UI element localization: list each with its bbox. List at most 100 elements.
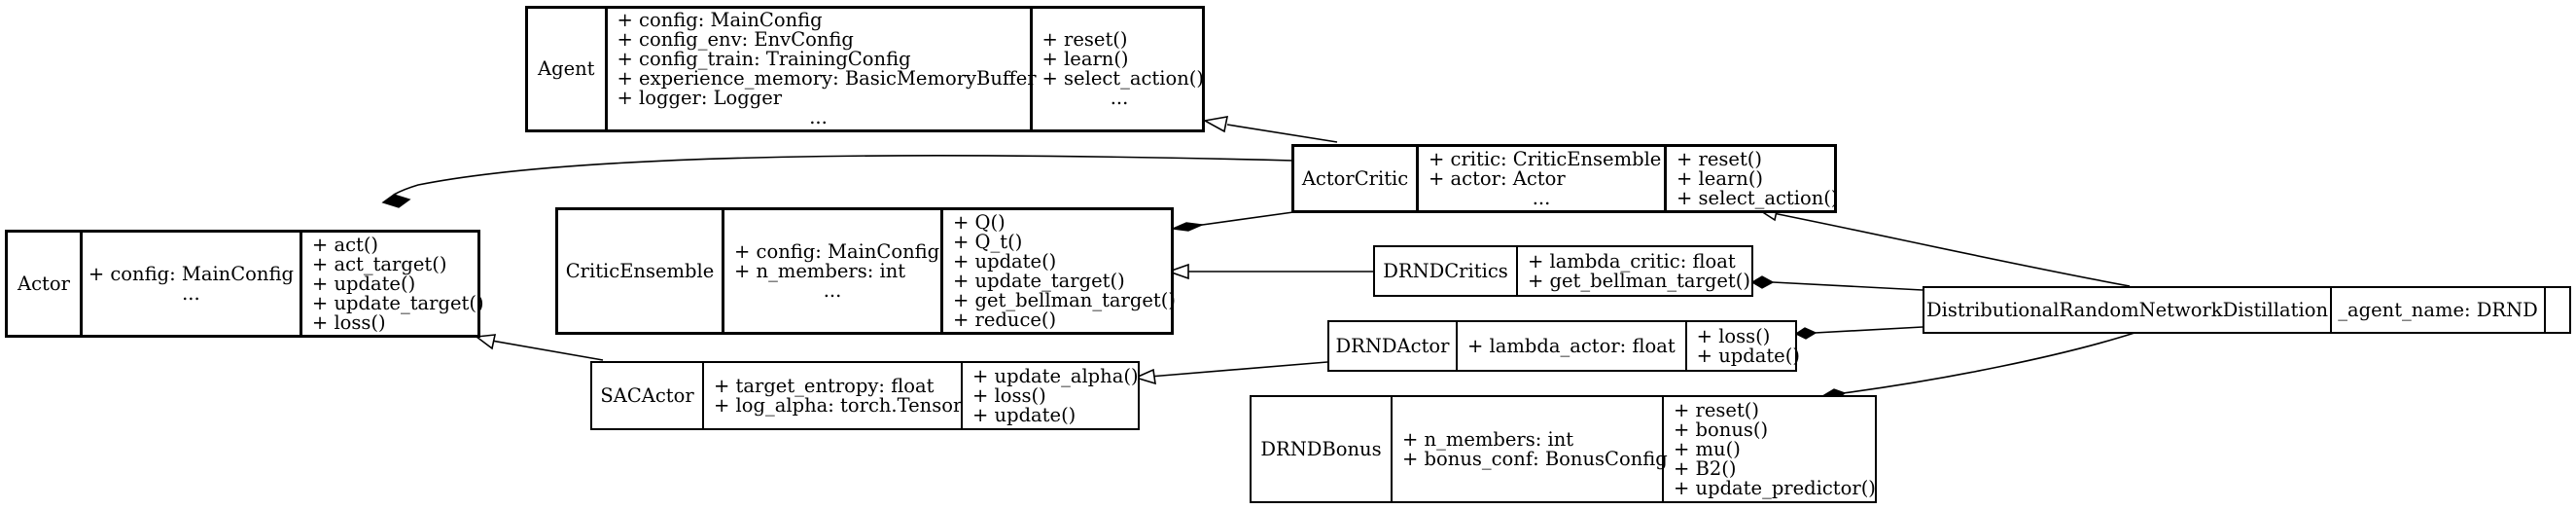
attribute: + config: MainConfig (734, 239, 940, 263)
method: + update_target() (311, 291, 484, 314)
method: + learn() (1041, 48, 1129, 70)
inheritance-edge-drnd-to-actor-critic (1767, 211, 2131, 287)
sac-actor-class: SACActor + target_entropy: float + log_a… (590, 361, 1140, 430)
method: + loss() (972, 383, 1046, 407)
method: + mu() (1674, 437, 1741, 460)
composition-diamond-critic-ensemble (1170, 222, 1205, 232)
ellipsis: ... (809, 106, 828, 128)
attribute: + target_entropy: float (714, 374, 935, 397)
inheritance-edge-drnd-actor-to-sac-actor (1148, 361, 1328, 378)
class-name: Actor (18, 272, 70, 295)
actor-critic-class-name: ActorCritic (1294, 147, 1416, 210)
drnd-actor-attributes: + lambda_actor: float (1456, 322, 1685, 370)
method: + update() (953, 249, 1057, 273)
method: + bonus() (1674, 418, 1769, 441)
attribute: + log_alpha: torch.Tensor (714, 393, 963, 417)
actor-methods: + act() + act_target() + update() + upda… (299, 233, 484, 335)
drnd-critics-class: DRNDCritics + lambda_critic: float + get… (1373, 245, 1753, 297)
attribute: + config: MainConfig (617, 9, 823, 31)
drnd-actor-class-name: DRNDActor (1329, 322, 1456, 370)
method: + Q() (953, 210, 1006, 234)
method: + get_bellman_target() (953, 288, 1176, 311)
drnd-bonus-methods: + reset() + bonus() + mu() + B2() + upda… (1662, 397, 1879, 501)
agent-class: Agent + config: MainConfig + config_env:… (525, 6, 1205, 132)
drnd-class-name: DistributionalRandomNetworkDistillation (1924, 288, 2330, 332)
method: + update() (1696, 344, 1800, 367)
drnd-actor-class: DRNDActor + lambda_actor: float + loss()… (1327, 320, 1800, 372)
inheritance-arrowhead-agent (1202, 116, 1229, 133)
method: + update() (311, 272, 416, 295)
method: + select_action() (1676, 186, 1839, 209)
composition-diamond-actor (381, 194, 411, 208)
attribute: + experience_memory: BasicMemoryBuffer (617, 67, 1037, 90)
composition-edge-actor-critic-to-critic-ensemble (1187, 211, 1294, 228)
attribute: + config_env: EnvConfig (617, 28, 854, 51)
method: + loss() (311, 310, 386, 334)
attribute: + get_bellman_target() (1528, 269, 1750, 292)
method: + reset() (1041, 28, 1128, 51)
drnd-attributes: _agent_name: DRND (2330, 288, 2544, 332)
agent-methods: + reset() + learn() + select_action() ..… (1029, 9, 1207, 129)
method: + reset() (1674, 398, 1759, 421)
drnd-critics-class-name: DRNDCritics (1375, 247, 1516, 295)
composition-edge-drnd-to-drnd-critics (1772, 281, 1923, 291)
critic-ensemble-class: CriticEnsemble + config: MainConfig + n_… (555, 207, 1177, 335)
drnd-bonus-class-name: DRNDBonus (1252, 397, 1391, 501)
inheritance-arrowhead-actor (474, 334, 497, 350)
attribute: + n_members: int (1402, 427, 1574, 451)
critic-ensemble-class-name: CriticEnsemble (558, 210, 722, 332)
class-name: DistributionalRandomNetworkDistillation (1926, 298, 2329, 321)
composition-diamond-drnd-critics (1750, 275, 1775, 289)
method: + act_target() (311, 252, 447, 275)
actor-class-name: Actor (8, 233, 80, 335)
method: + update_predictor() (1674, 476, 1876, 499)
inheritance-arrowhead-sac-actor (1133, 368, 1156, 385)
class-name: CriticEnsemble (565, 259, 715, 282)
method: + B2() (1674, 456, 1737, 480)
composition-edge-drnd-to-drnd-bonus (1842, 332, 2135, 394)
composition-diamond-drnd-actor (1794, 327, 1817, 340)
actor-attributes: + config: MainConfig ... (79, 233, 300, 335)
method: + learn() (1676, 166, 1764, 190)
drnd-methods-empty (2544, 288, 2569, 332)
drnd-actor-methods: + loss() + update() (1684, 322, 1800, 370)
drnd-bonus-class: DRNDBonus + n_members: int + bonus_conf:… (1250, 395, 1877, 503)
attribute: + lambda_actor: float (1467, 334, 1676, 357)
class-name: Agent (538, 57, 595, 80)
ellipsis: ... (1110, 87, 1129, 109)
attribute: + lambda_critic: float (1528, 249, 1736, 273)
method: + reset() (1676, 147, 1762, 170)
ellipsis: ... (823, 278, 842, 302)
attribute: _agent_name: DRND (2338, 298, 2538, 321)
attribute: + logger: Logger (617, 87, 783, 109)
class-name: DRNDActor (1335, 334, 1450, 357)
sac-actor-attributes: + target_entropy: float + log_alpha: tor… (702, 363, 963, 428)
attribute: + n_members: int (734, 259, 906, 282)
composition-edge-actor-critic-to-actor (393, 155, 1294, 196)
actor-critic-class: ActorCritic + critic: CriticEnsemble + a… (1291, 144, 1840, 213)
critic-ensemble-methods: + Q() + Q_t() + update() + update_target… (940, 210, 1177, 332)
method: + act() (311, 233, 379, 256)
inheritance-arrowhead-critic-ensemble (1166, 263, 1189, 280)
agent-class-name: Agent (528, 9, 605, 129)
method: + reduce() (953, 308, 1057, 331)
composition-edge-drnd-to-drnd-actor (1814, 326, 1923, 334)
attribute: + bonus_conf: BonusConfig (1402, 447, 1668, 470)
drnd-class: DistributionalRandomNetworkDistillation … (1923, 286, 2571, 334)
sac-actor-class-name: SACActor (592, 363, 702, 428)
critic-ensemble-attributes: + config: MainConfig + n_members: int ..… (722, 210, 940, 332)
ellipsis: ... (182, 281, 200, 305)
class-name: ActorCritic (1301, 166, 1409, 190)
attribute: + actor: Actor (1429, 166, 1566, 190)
method: + select_action() (1041, 67, 1205, 90)
drnd-bonus-attributes: + n_members: int + bonus_conf: BonusConf… (1391, 397, 1668, 501)
drnd-critics-attributes: + lambda_critic: float + get_bellman_tar… (1516, 247, 1755, 295)
attribute: + critic: CriticEnsemble (1429, 147, 1662, 170)
actor-critic-attributes: + critic: CriticEnsemble + actor: Actor … (1416, 147, 1664, 210)
sac-actor-methods: + update_alpha() + loss() + update() (961, 363, 1142, 428)
agent-attributes: + config: MainConfig + config_env: EnvCo… (604, 9, 1037, 129)
inheritance-edge-actor-critic-to-agent (1226, 124, 1338, 143)
ellipsis: ... (1532, 186, 1551, 209)
actor-critic-methods: + reset() + learn() + select_action() (1664, 147, 1840, 210)
